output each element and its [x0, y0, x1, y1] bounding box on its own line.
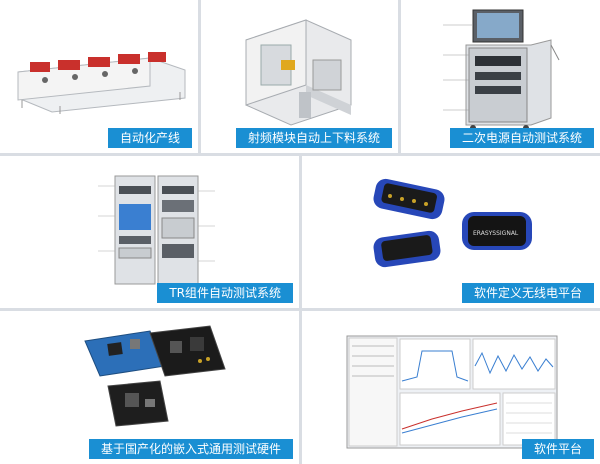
tile-caption: 二次电源自动测试系统	[449, 128, 594, 148]
tile-production-line[interactable]: 自动化产线	[0, 0, 198, 153]
tile-caption: 射频模块自动上下料系统	[235, 128, 392, 148]
tile-caption: TR组件自动测试系统	[157, 283, 293, 303]
tile-caption: 软件定义无线电平台	[461, 283, 594, 303]
rf-loading-system-icon	[245, 19, 352, 126]
tile-power-test-system[interactable]: 二次电源自动测试系统	[401, 0, 600, 153]
power-test-cart-icon	[443, 9, 560, 131]
tile-tr-test-system[interactable]: TR组件自动测试系统	[0, 156, 299, 308]
software-screenshot-icon	[346, 335, 558, 449]
tile-sdr-platform[interactable]: ERASYSSIGNAL 软件定义无线电平台	[302, 156, 600, 308]
tile-caption: 自动化产线	[107, 128, 192, 148]
brand-label: ERASYSSIGNAL	[473, 230, 519, 237]
sdr-device-icon: ERASYSSIGNAL	[373, 178, 532, 268]
tile-caption: 基于国产化的嵌入式通用测试硬件	[88, 439, 293, 459]
test-rack-icon	[98, 175, 215, 285]
tile-embedded-hardware[interactable]: 基于国产化的嵌入式通用测试硬件	[0, 311, 299, 464]
embedded-board-icon	[84, 325, 226, 427]
production-line-icon	[17, 52, 186, 114]
tile-rf-loading-system[interactable]: 射频模块自动上下料系统	[201, 0, 398, 153]
tile-caption: 软件平台	[521, 439, 594, 459]
tile-software-platform[interactable]: 软件平台	[302, 311, 600, 464]
